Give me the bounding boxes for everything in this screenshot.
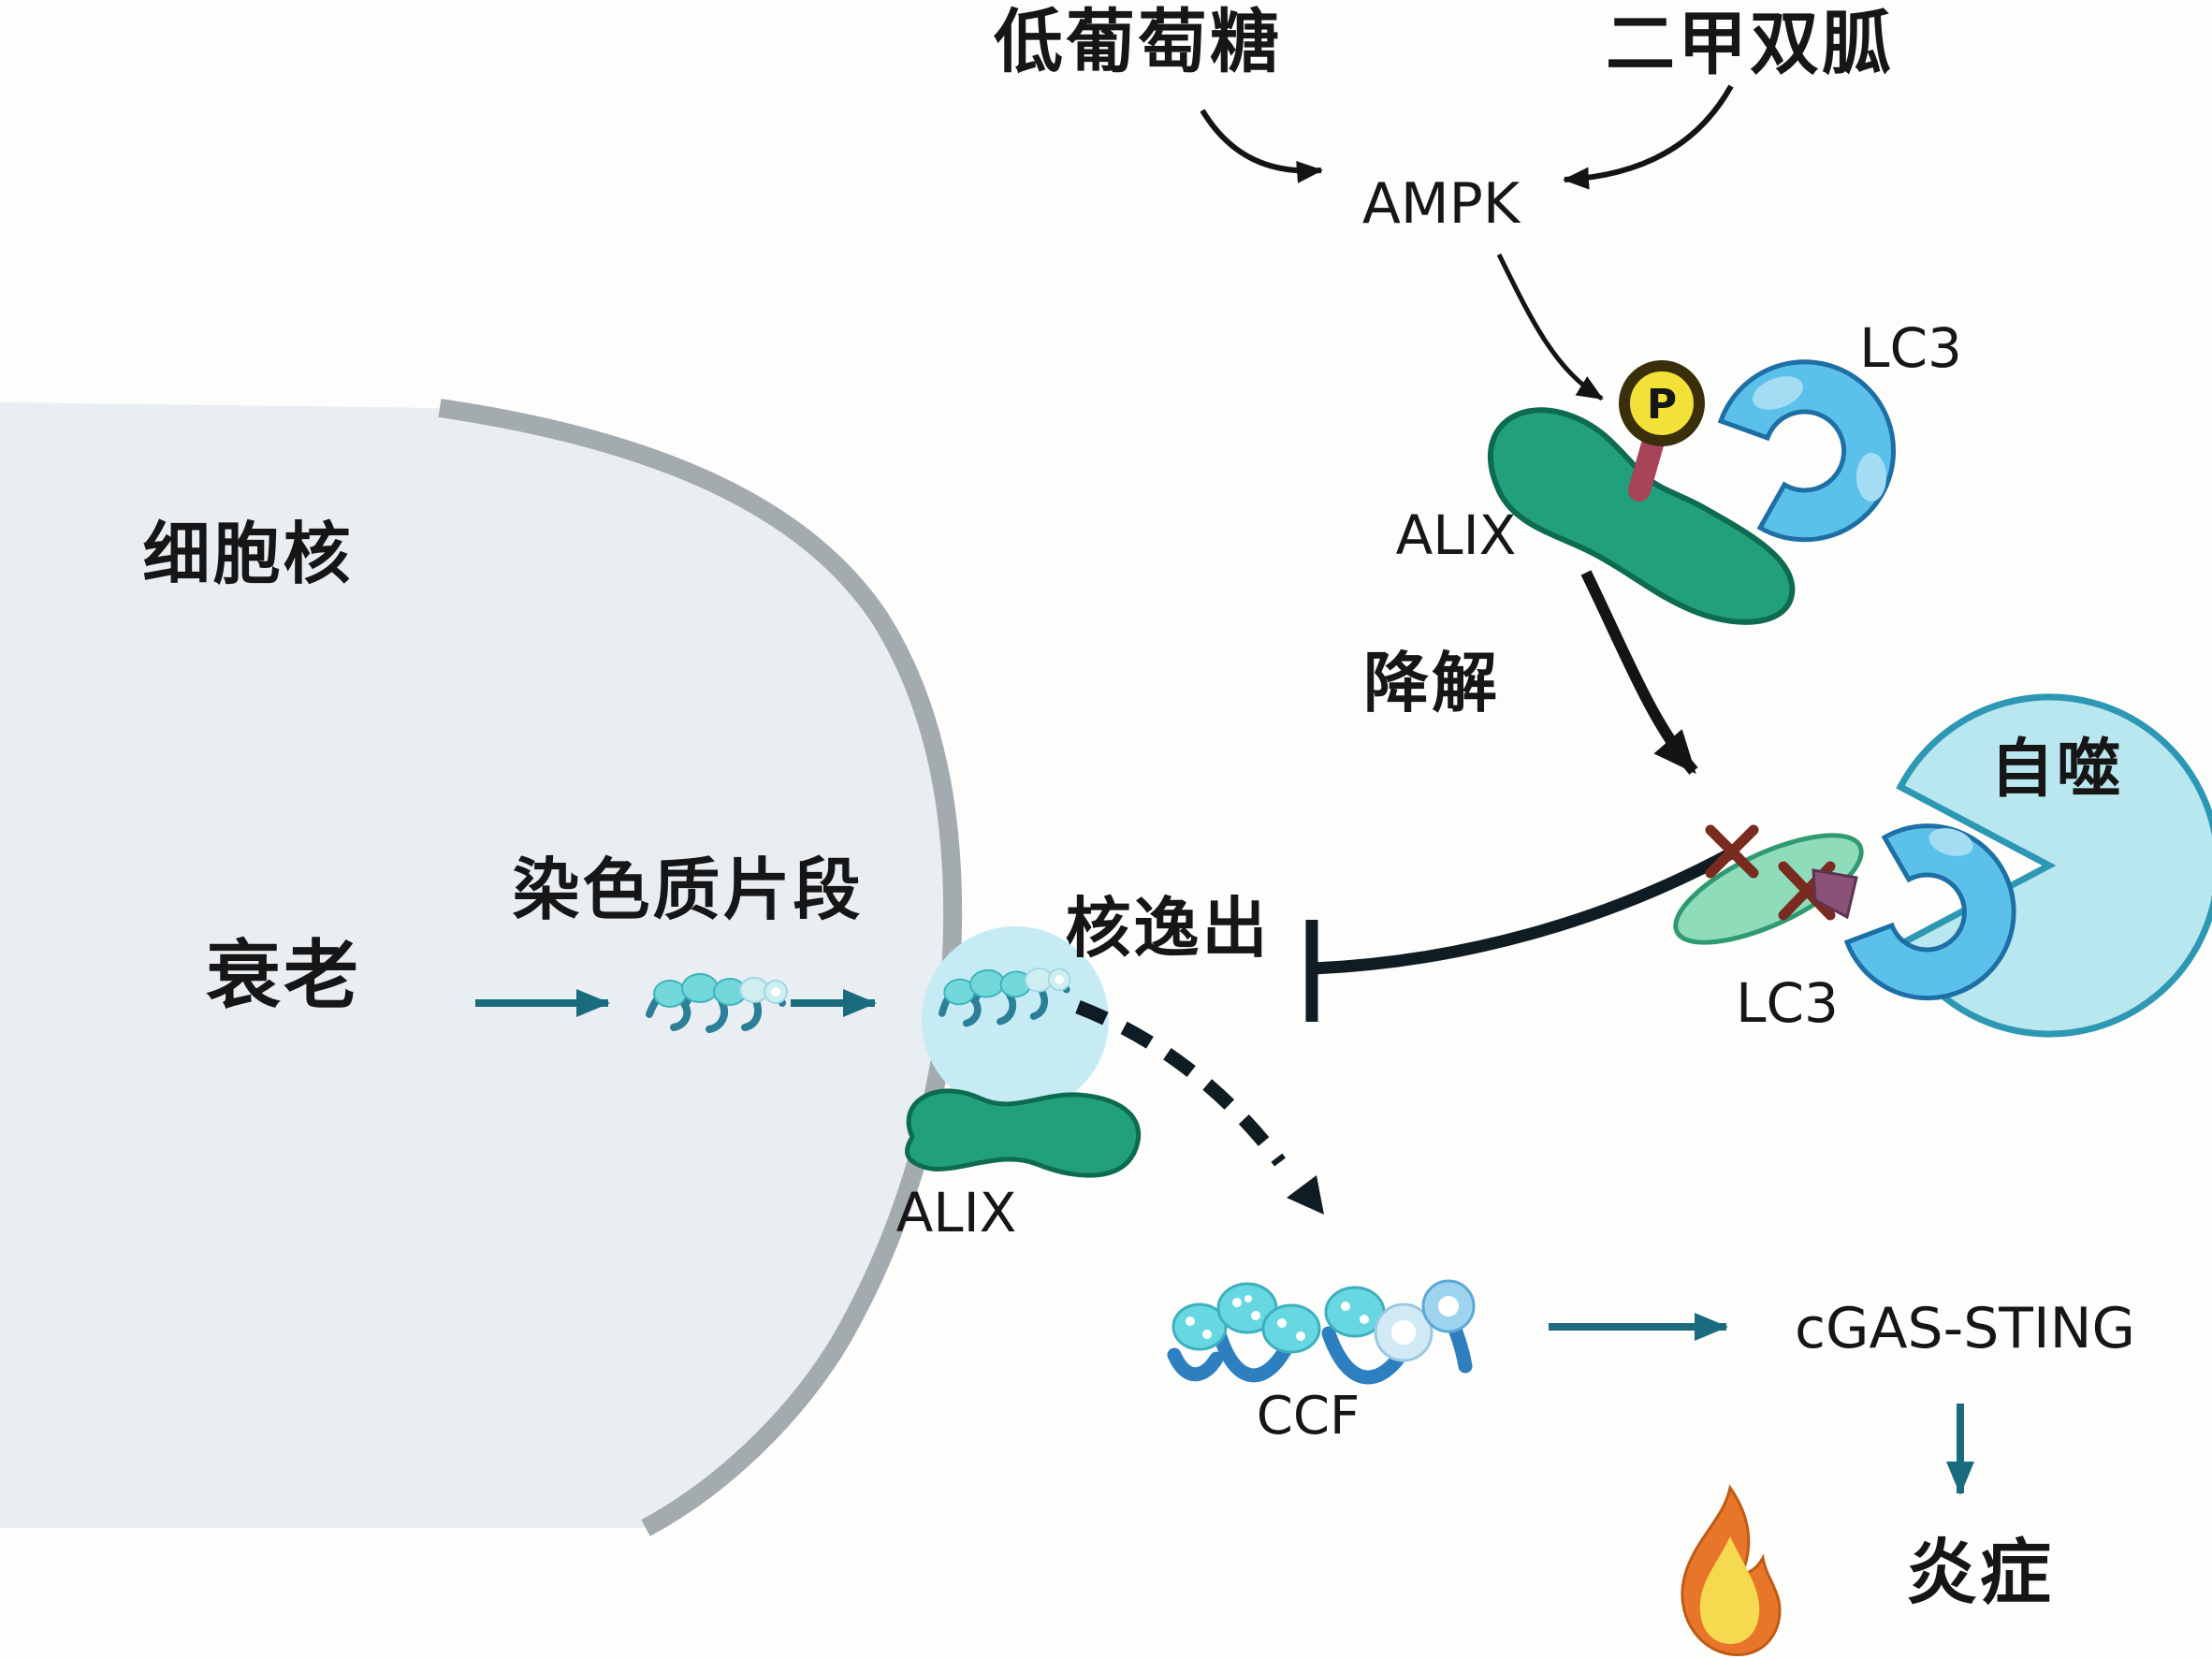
label-nuclear-escape: 核逸出 [1065,890,1271,967]
label-inflammation: 炎症 [1906,1531,2054,1614]
label-chromatin-fragment: 染色质片段 [512,851,864,929]
label-lc3-bottom: LC3 [1736,971,1839,1035]
low-glucose-to-ampk-arrow [1200,109,1323,183]
phospho-stick [1628,427,1666,502]
flame-icon [1681,1484,1782,1656]
label-ampk: AMPK [1361,171,1521,237]
x-marks [1705,824,1836,921]
label-degradation: 降解 [1363,645,1500,721]
label-alix-membrane: ALIX [895,1181,1017,1244]
nuclear-bleb [922,926,1109,1113]
phospho-badge [1619,360,1705,446]
nucleus-shape [0,399,963,1536]
nuclear-escape-dashed-arrow [1075,1000,1324,1215]
metformin-to-ampk-arrow [1563,84,1734,190]
degraded-alix [1673,824,1864,945]
label-alix-top: ALIX [1395,503,1517,567]
label-ccf: CCF [1256,1386,1361,1447]
top-arrows [1200,84,1734,401]
label-cgas-sting: cGAS-STING [1794,1296,2136,1361]
protein-fragment [1812,868,1858,920]
inhibition-tbar [1305,848,1735,1022]
nuclear-membrane [438,399,963,1536]
label-lc3-top: LC3 [1859,316,1962,380]
label-autophagy: 自噬 [1989,733,2124,807]
alix-membrane-blob [904,1088,1142,1178]
ampk-to-phospho-arrow [1496,253,1604,401]
ccf-complex [1167,1279,1476,1385]
lc3-protein-bottom [1843,823,2016,1001]
alix-protein [1487,407,1796,625]
label-low-glucose: 低葡萄糖 [994,2,1282,82]
label-phospho: P [1646,381,1678,429]
label-nucleus: 细胞核 [142,515,354,593]
lc3-protein-top [1717,359,1897,543]
label-metformin: 二甲双胍 [1606,4,1894,84]
degradation-arrow [1580,570,1698,775]
label-senescence: 衰老 [206,932,361,1019]
